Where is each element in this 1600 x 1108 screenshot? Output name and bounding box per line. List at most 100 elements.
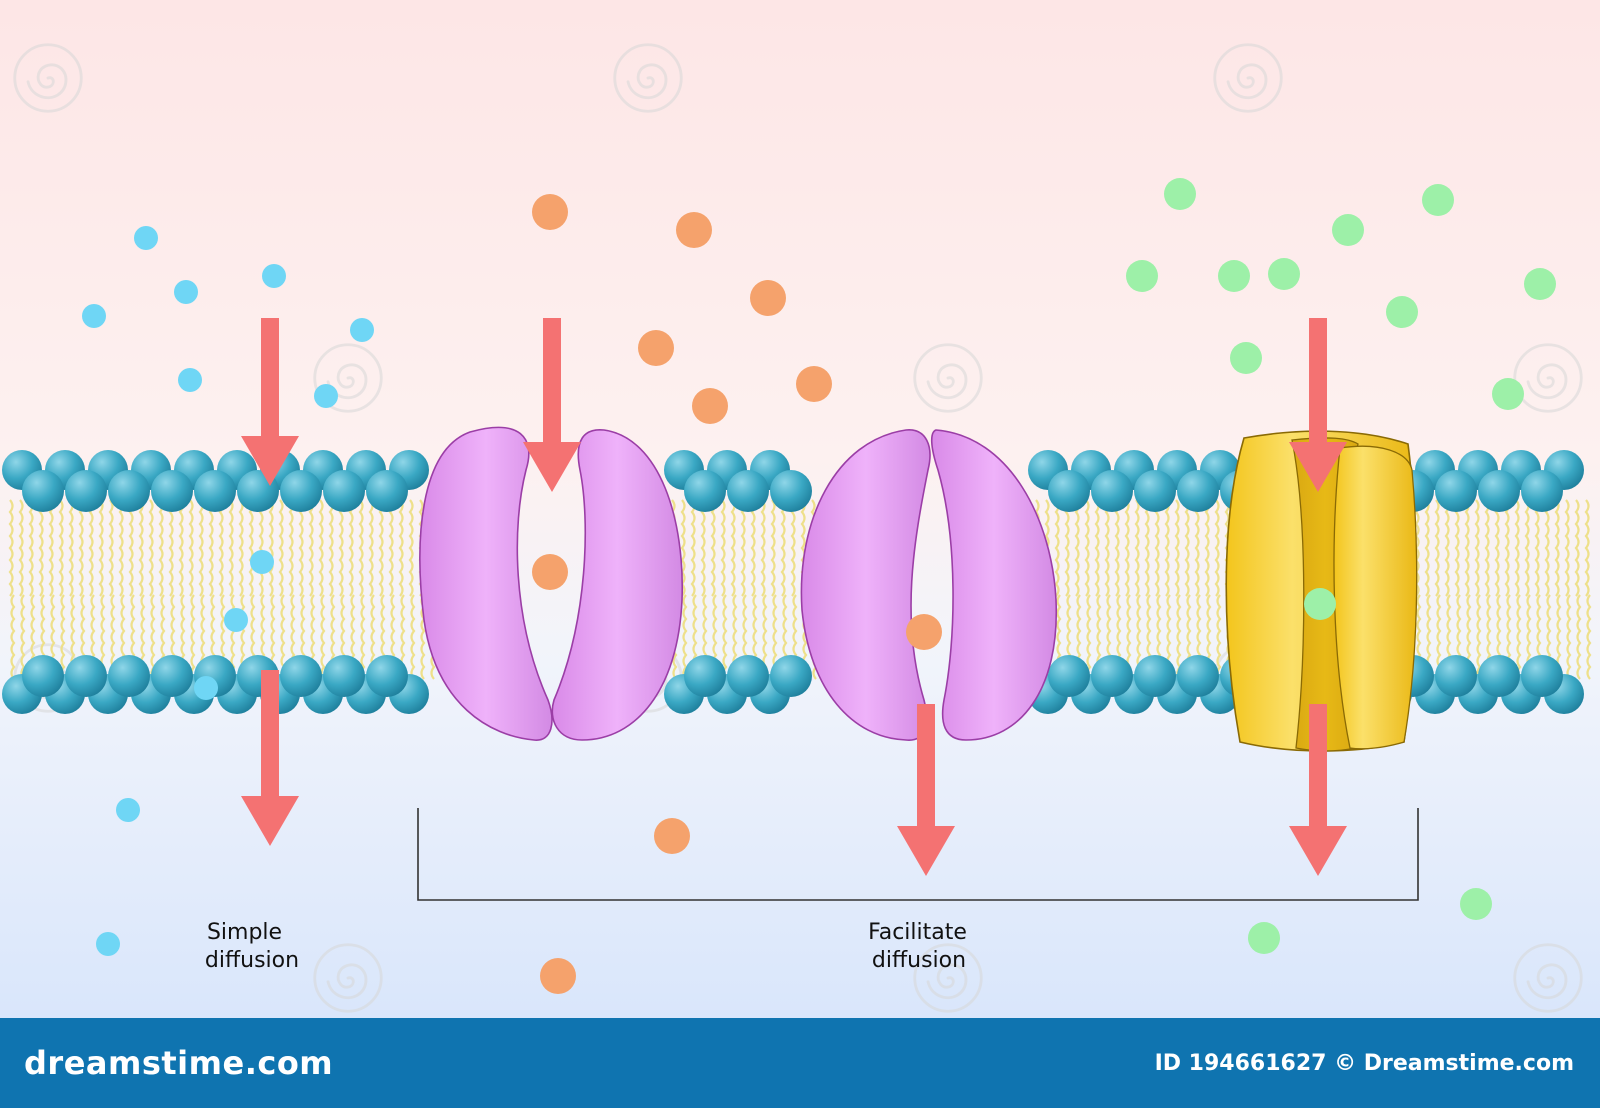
arrow-head [241, 796, 299, 846]
phospholipid-head [1091, 470, 1133, 512]
large-molecule [1422, 184, 1454, 216]
ion-molecule [676, 212, 712, 248]
lipid-tail [138, 499, 144, 597]
lipid-tail [1544, 499, 1550, 597]
down-arrow [241, 670, 299, 846]
arrow-shaft [1309, 318, 1327, 444]
lipid-tail [790, 499, 796, 597]
lipid-tail [360, 594, 366, 680]
lipid-tail [1514, 499, 1520, 597]
small-molecule [262, 264, 286, 288]
lipid-tail [128, 499, 134, 597]
large-molecule [1492, 378, 1524, 410]
lipid-tail [1184, 499, 1190, 597]
lipid-tail [408, 499, 414, 597]
carrier-front-lobe [1333, 445, 1418, 750]
lipid-tail [1584, 499, 1590, 597]
facilitated-diffusion-bracket [417, 808, 1419, 901]
ion-molecule [750, 280, 786, 316]
label-line: Facilitate [868, 920, 967, 945]
lipid-tail [1424, 499, 1430, 597]
arrow-head [897, 826, 955, 876]
lipid-tail [320, 594, 326, 680]
small-molecule [134, 226, 158, 250]
lipid-tail [10, 594, 16, 680]
phospholipid-head [366, 470, 408, 512]
lipid-tail [1494, 499, 1500, 597]
lipid-tail [1516, 594, 1522, 680]
phospholipid-head [1521, 655, 1563, 697]
lipid-tail [348, 499, 354, 597]
phospholipid-head [1048, 655, 1090, 697]
lipid-tail [338, 499, 344, 597]
lipid-tail [78, 499, 84, 597]
phospholipid-head [194, 470, 236, 512]
lipid-tail [680, 499, 686, 597]
lipid-tail [218, 499, 224, 597]
lipid-tail [1054, 499, 1060, 597]
phospholipid-head [1478, 655, 1520, 697]
label-line: diffusion [205, 948, 299, 973]
phospholipid-head [1435, 470, 1477, 512]
lipid-tail [368, 499, 374, 597]
ion-molecule [906, 614, 942, 650]
large-molecule [1248, 922, 1280, 954]
large-molecule [1268, 258, 1300, 290]
lipid-tail [682, 594, 688, 680]
lipid-tail [118, 499, 124, 597]
channel-subunit-left [800, 429, 931, 741]
small-molecule [314, 384, 338, 408]
lipid-tail [1554, 499, 1560, 597]
small-molecule [350, 318, 374, 342]
stock-footer-bar: dreamstime.com ID 194661627 © Dreamstime… [0, 1018, 1600, 1108]
label-line: Simple [207, 920, 282, 945]
lipid-tail [398, 499, 404, 597]
phospholipid-head [108, 655, 150, 697]
lipid-tail [1476, 594, 1482, 680]
lipid-tail [20, 594, 26, 680]
large-molecule [1386, 296, 1418, 328]
small-molecule [174, 280, 198, 304]
lipid-tail [1566, 594, 1572, 680]
lipid-tail [740, 499, 746, 597]
lipid-tail [278, 499, 284, 597]
facilitated-diffusion-label: Facilitate diffusion [868, 920, 974, 973]
lipid-tail [1216, 594, 1222, 680]
lipid-tail [1434, 499, 1440, 597]
lipid-tail [1464, 499, 1470, 597]
phospholipid-head [323, 470, 365, 512]
lipid-tail [190, 594, 196, 680]
phospholipid-head [323, 655, 365, 697]
large-molecule [1524, 268, 1556, 300]
down-arrow [1289, 318, 1347, 492]
lipid-tail [1074, 499, 1080, 597]
lipid-tail [1444, 499, 1450, 597]
lipid-tail [690, 499, 696, 597]
down-arrow [241, 318, 299, 486]
lipid-tail [28, 499, 34, 597]
arrow-head [1289, 826, 1347, 876]
lipid-tail [60, 594, 66, 680]
lipid-tail [1576, 594, 1582, 680]
arrow-head [1289, 442, 1347, 492]
arrow-head [523, 442, 581, 492]
lipid-tail [1134, 499, 1140, 597]
lipid-tail [1124, 499, 1130, 597]
phospholipid-head [1177, 655, 1219, 697]
lipid-tail [1174, 499, 1180, 597]
lipid-tail [150, 594, 156, 680]
small-molecule [250, 550, 274, 574]
phospholipid-head [1435, 655, 1477, 697]
lipid-tail [730, 499, 736, 597]
phospholipid-head [280, 655, 322, 697]
lipid-tail [18, 499, 24, 597]
arrow-shaft [261, 318, 279, 438]
phospholipid-head [684, 655, 726, 697]
small-molecule [82, 304, 106, 328]
lipid-tail [1104, 499, 1110, 597]
lipid-tail [308, 499, 314, 597]
phospholipid-head [108, 470, 150, 512]
small-molecule [178, 368, 202, 392]
lipid-tail [238, 499, 244, 597]
